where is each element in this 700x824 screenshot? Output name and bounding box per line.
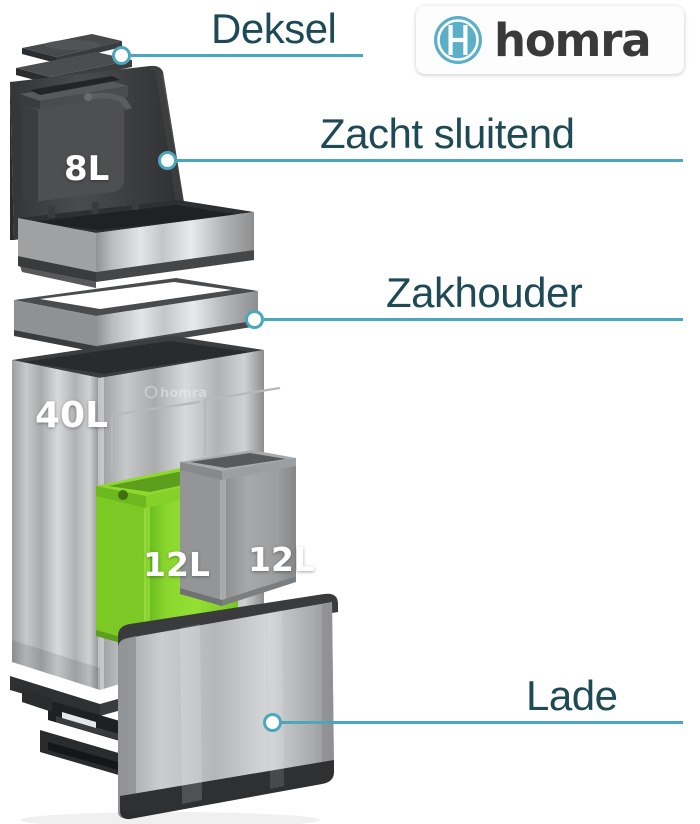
brand-badge: homra xyxy=(416,6,684,74)
callout-rule-zacht-sluitend xyxy=(177,159,683,162)
callout-rule-lade xyxy=(282,721,683,724)
callout-marker-zakhouder xyxy=(245,310,264,329)
svg-text:homra: homra xyxy=(160,386,207,401)
product-illustration: homra xyxy=(10,34,338,824)
grey-12l-bucket xyxy=(180,450,296,606)
pull-out-drawer xyxy=(118,593,338,820)
top-lid-panel xyxy=(22,34,122,63)
inner-8l-bucket xyxy=(20,76,132,202)
callout-label-zakhouder: Zakhouder xyxy=(386,269,583,316)
callout-marker-lade xyxy=(263,713,282,732)
callout-marker-zacht-sluitend xyxy=(158,151,177,170)
embossed-homra-logo: homra xyxy=(144,385,207,401)
homra-h-monogram-icon xyxy=(434,16,482,64)
callout-label-lade: Lade xyxy=(526,672,618,719)
foot-pedal xyxy=(22,688,130,776)
callout-rule-deksel xyxy=(131,54,363,57)
callout-marker-deksel xyxy=(112,46,131,65)
callout-rule-zakhouder xyxy=(264,318,683,321)
bag-holder-ring xyxy=(14,278,258,352)
callout-label-deksel: Deksel xyxy=(211,5,337,52)
brand-wordmark: homra xyxy=(494,13,652,67)
stainless-lid-frame xyxy=(18,198,254,288)
callout-label-zacht-sluitend: Zacht sluitend xyxy=(320,110,575,157)
